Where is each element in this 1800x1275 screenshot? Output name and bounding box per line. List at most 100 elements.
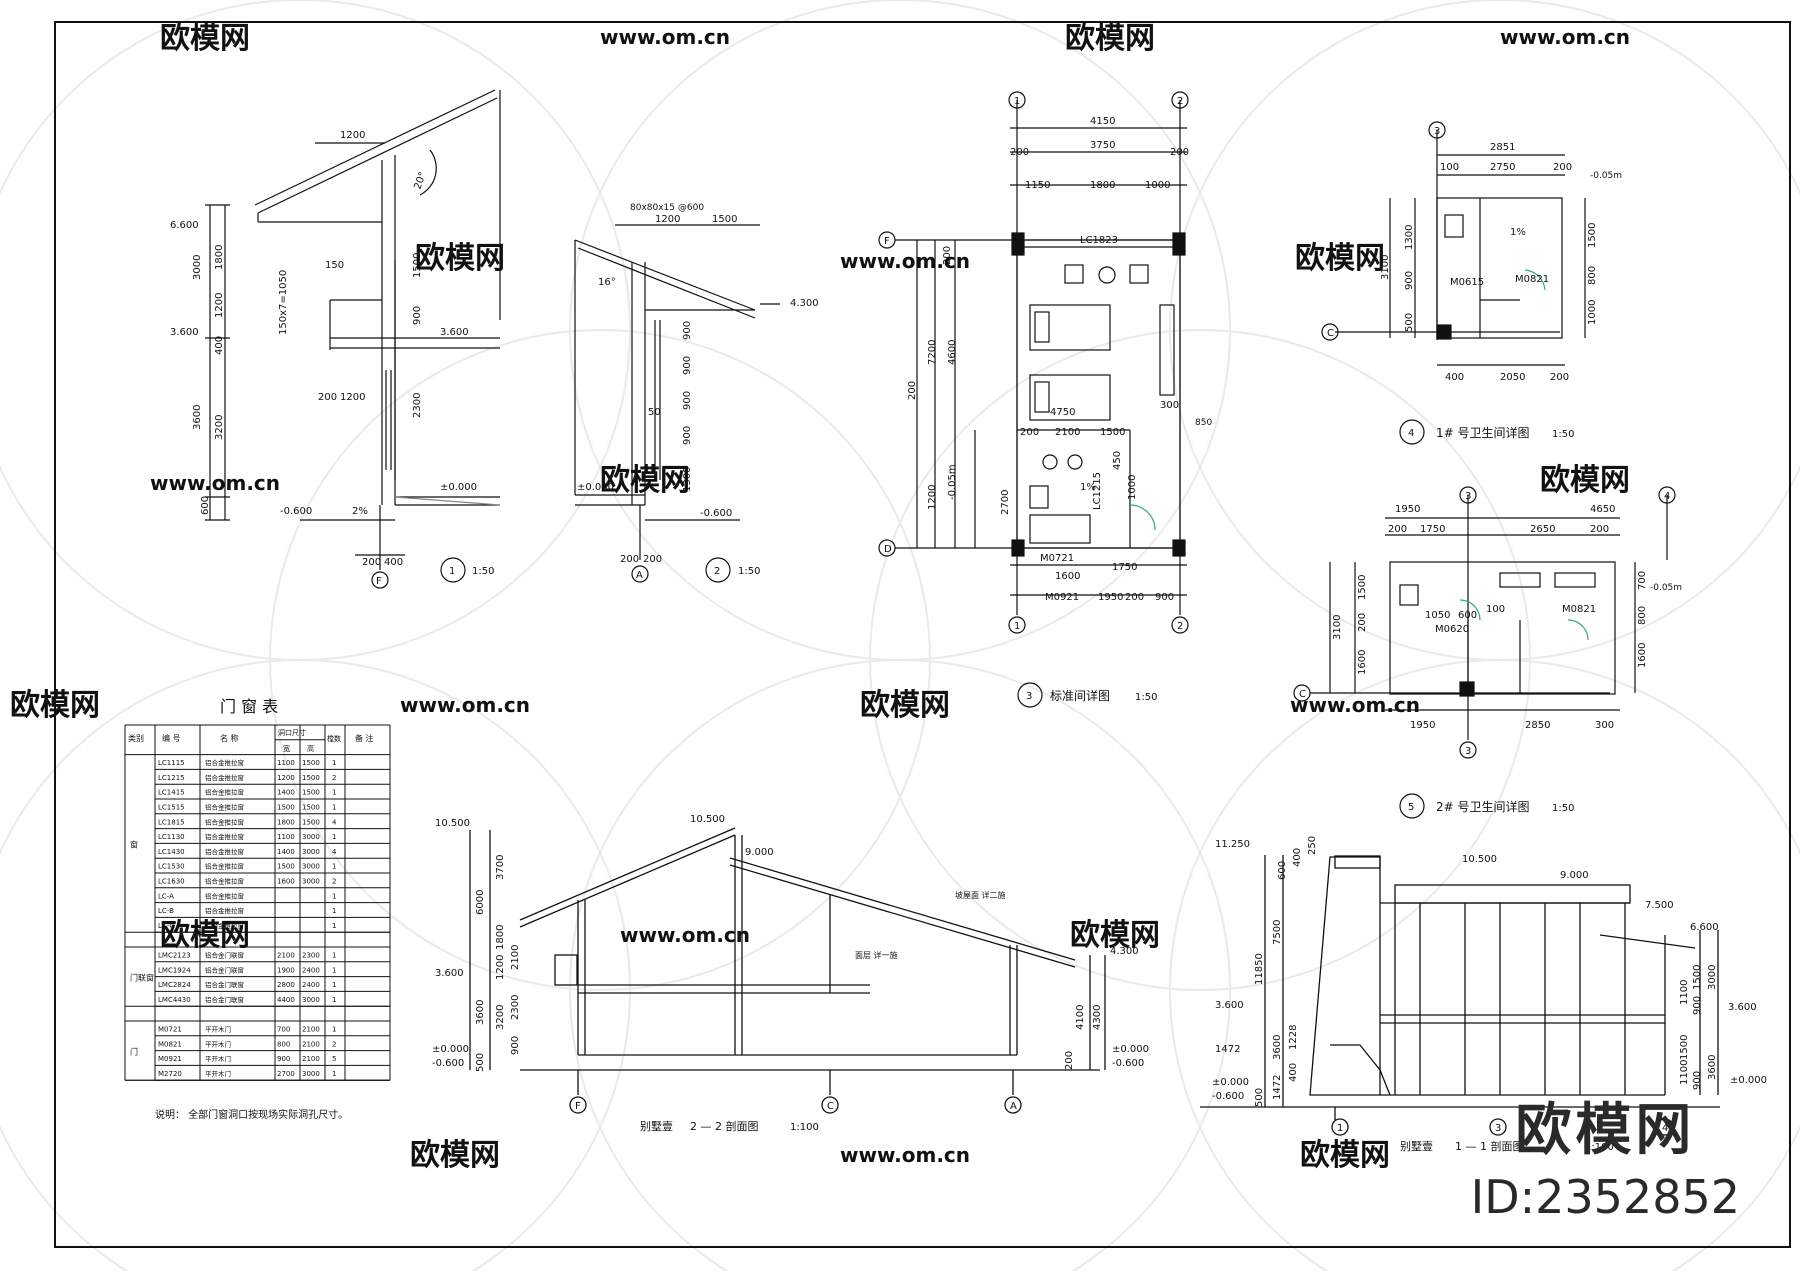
d1-elev: 6.600 [170, 220, 199, 231]
d2-dim: 50 [648, 407, 661, 418]
table-cell-height: 2100 [302, 1026, 320, 1034]
s11-elev: 3.600 [1215, 1000, 1244, 1011]
table-title: 门 窗 表 [220, 697, 278, 716]
table-cell-name: 铝合金推拉窗 [205, 921, 244, 930]
table-cell-name: 铝合金推拉窗 [205, 803, 244, 812]
s11-dim: 3000 [1707, 965, 1718, 990]
table-cell-height: 1500 [302, 774, 320, 782]
s22-dim: 3200 [495, 1005, 506, 1030]
watermark-brand: 欧模网 [1065, 21, 1155, 56]
d2-dim: 200 [643, 554, 662, 565]
d2-dim: 900 [682, 356, 693, 375]
watermark-url: www.om.cn [150, 471, 280, 495]
detail-5 [1293, 486, 1676, 819]
table-cell-width: 1400 [277, 789, 295, 797]
d3-title: 标准间详图 [1050, 688, 1110, 703]
d5-dim: 1050 [1425, 610, 1450, 621]
d3-dim: 200 [1020, 427, 1039, 438]
d1-dim: 150x7=1050 [278, 270, 289, 335]
table-header-cell: 樘数 [327, 734, 341, 743]
d3-dim: 200 [907, 381, 918, 400]
detail-5-text: 1950 4650 200 1750 2650 200 -0.05m 700 8… [1299, 491, 1682, 814]
d5-dim: 200 [1388, 524, 1407, 535]
table-cell-name: 铝合金推拉窗 [205, 758, 244, 767]
d5-door: M0821 [1562, 604, 1596, 615]
watermark-brand: 欧模网 [1295, 241, 1385, 276]
s22-dim: 1800 [495, 925, 506, 950]
s22-dim: 3600 [475, 1000, 486, 1025]
table-cell-name: 平开木门 [205, 1025, 231, 1034]
table-cell-name: 铝合金推拉窗 [205, 891, 244, 900]
s22-elev: -0.600 [432, 1058, 464, 1069]
d1-dim: 1500 [412, 253, 423, 278]
table-cell-height: 1500 [302, 818, 320, 826]
d4-scale: 1:50 [1552, 429, 1574, 440]
d3-dim: 3750 [1090, 140, 1115, 151]
d2-dim: 900 [682, 321, 693, 340]
d1-dim: 3200 [214, 415, 225, 440]
table-cell-code: LC-B [158, 907, 174, 915]
table-cell-height: 2300 [302, 952, 320, 960]
detail-4-text: 2851 100 2750 200 -0.05m 1% 1500 800 100… [1327, 126, 1622, 440]
watermark-url: www.om.cn [1290, 693, 1420, 717]
s11-dim: 1100 [1679, 1060, 1690, 1085]
s11-dim: 1500 [1679, 1035, 1690, 1060]
table-cell-width: 1500 [277, 863, 295, 871]
d1-axis: F [376, 576, 382, 587]
watermark-brand: 欧模网 [1300, 1138, 1390, 1173]
table-note: 说明： 全部门窗洞口按现场实际洞孔尺寸。 [155, 1108, 348, 1121]
d4-dim: 2750 [1490, 162, 1515, 173]
table-cell-code: LMC4430 [158, 996, 191, 1004]
d1-dim: 3600 [192, 405, 203, 430]
d1-elev: ±0.000 [440, 482, 477, 493]
s11-dim: 1500 [1692, 965, 1703, 990]
table-cell-height: 2400 [302, 966, 320, 974]
d4-dim: 200 [1553, 162, 1572, 173]
table-cell-width: 1100 [277, 759, 295, 767]
table-cell-name: 铝合金推拉窗 [205, 832, 244, 841]
d5-axis: 3 [1465, 746, 1471, 757]
brand-logo: 欧模网 ID:2352852 [1471, 1085, 1740, 1224]
d1-scale: 1:50 [472, 566, 494, 577]
d1-dim: 1200 [340, 392, 365, 403]
d3-dim: M0921 [1045, 592, 1079, 603]
s22-elev: -0.600 [1112, 1058, 1144, 1069]
table-cell-code: LC1430 [158, 848, 185, 856]
table-cell-count: 1 [332, 996, 336, 1004]
s22-dim: 6000 [475, 890, 486, 915]
d3-dim: 450 [1112, 451, 1123, 470]
table-cell-code: LC-C [158, 922, 174, 930]
d5-dim: 1950 [1410, 720, 1435, 731]
d3-dim: 200 [1125, 592, 1144, 603]
d3-scale: 1:50 [1135, 692, 1157, 703]
table-category: 门 [130, 1047, 138, 1057]
watermark-brand: 欧模网 [860, 688, 950, 723]
table-subheader-cell: 高 [307, 744, 314, 753]
table-header-cell: 编 号 [162, 733, 181, 743]
d3-dim: -0.05m [947, 464, 958, 500]
table-category: 窗 [130, 839, 138, 849]
s11-dim: 1472 [1272, 1075, 1283, 1100]
table-cell-code: LC1115 [158, 759, 185, 767]
d2-label: 2 [714, 566, 720, 577]
table-cell-height: 2100 [302, 1055, 320, 1063]
d3-window: 2700 [1000, 490, 1011, 515]
s11-dim: 1228 [1288, 1025, 1299, 1050]
d3-label: 3 [1026, 691, 1032, 702]
s22-dim: 4300 [1092, 1005, 1103, 1030]
s11-axis: 4 [1662, 1123, 1668, 1134]
d3-axis: 2 [1177, 96, 1183, 107]
s11-dim: 7500 [1272, 920, 1283, 945]
d4-dim: 1300 [1404, 225, 1415, 250]
door-window-table [124, 724, 391, 1081]
table-cell-code: M0921 [158, 1055, 182, 1063]
s22-dim: 2100 [510, 945, 521, 970]
s22-dim: 1200 [495, 955, 506, 980]
table-cell-code: M0721 [158, 1026, 182, 1034]
d1-angle: 20° [412, 171, 428, 191]
d3-dim: 1150 [1025, 180, 1050, 191]
d4-dim: 500 [1404, 313, 1415, 332]
d3-dim: 1000 [1145, 180, 1170, 191]
table-cell-width: 2700 [277, 1070, 295, 1078]
section-1-1-text: 11.250 600 400 250 10.500 9.000 7.500 6.… [1212, 836, 1767, 1153]
